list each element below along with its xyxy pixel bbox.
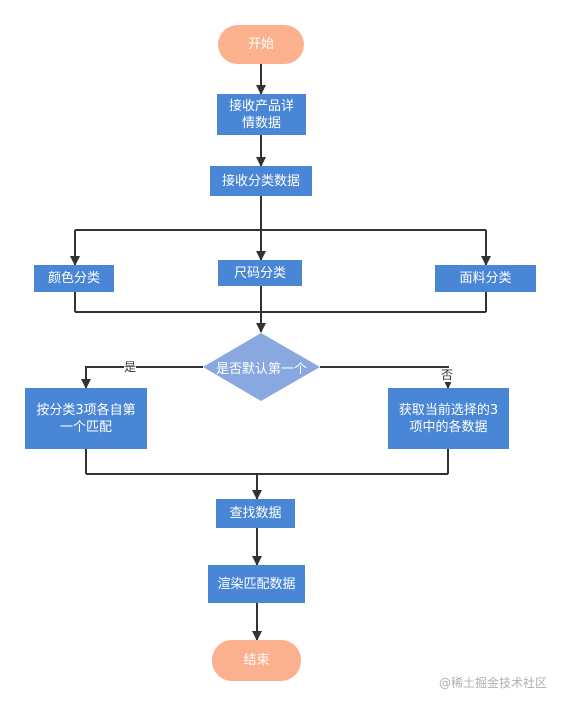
fabric-category-node: 面料分类 xyxy=(435,265,536,292)
watermark: @稀土掘金技术社区 xyxy=(438,676,547,690)
decision-label: 是否默认第一个 xyxy=(215,361,307,377)
render-node: 渲染匹配数据 xyxy=(208,565,305,603)
yes-branch-node: 按分类3项各自第 一个匹配 xyxy=(25,388,147,449)
find-data-node: 查找数据 xyxy=(216,499,295,528)
receive-category-node: 接收分类数据 xyxy=(210,166,312,196)
receive-detail-node: 接收产品详 情数据 xyxy=(217,94,306,135)
start-node: 开始 xyxy=(218,25,304,64)
end-node: 结束 xyxy=(212,640,301,681)
no-label: 否 xyxy=(441,368,454,382)
edge-yes-branch xyxy=(81,366,203,389)
yes-label: 是 xyxy=(124,360,137,374)
edge-no-branch xyxy=(320,366,453,389)
no-branch-node: 获取当前选择的3 项中的各数据 xyxy=(388,388,509,449)
size-category-node: 尺码分类 xyxy=(218,260,302,286)
color-category-node: 颜色分类 xyxy=(34,265,114,292)
decision-diamond xyxy=(203,333,320,401)
